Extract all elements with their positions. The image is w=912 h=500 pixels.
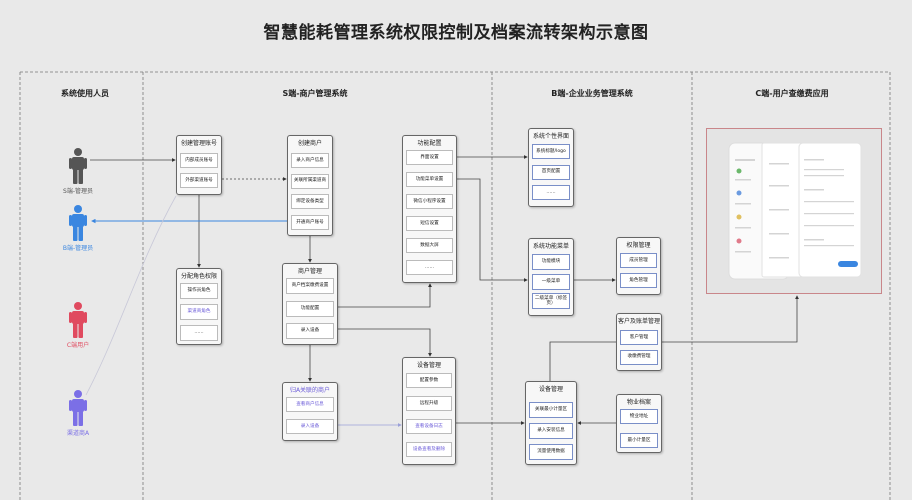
customer-bill-box: 客户及账单管理客户管理收缴费管理 (616, 313, 662, 371)
person-s-admin-icon (68, 148, 88, 184)
person-channel-agent-icon (68, 390, 88, 426)
diagram-title: 智慧能耗管理系统权限控制及档案流转架构示意图 (263, 23, 649, 43)
person-b-admin-label: B端-管理员 (62, 245, 94, 252)
box-title: 设备管理 (416, 362, 441, 369)
box-item: 配置参数 (406, 373, 452, 388)
box-item: 客户管理 (620, 330, 658, 345)
arrow-enter-device (334, 328, 432, 357)
section-dividers (19, 71, 891, 500)
c-app-preview-frame (706, 128, 882, 294)
box-item: 商户档案缴费设置 (286, 278, 334, 294)
device-mgmt-b-box: 设备管理关联最小计量区录入安装信息流量使用数据 (525, 381, 577, 465)
arrow-func-config (334, 283, 432, 308)
box-item: 角色管理 (620, 273, 657, 288)
merchant-mgmt-box: 商户管理商户档案缴费设置功能配置录入设备 (282, 263, 338, 345)
arrow-menu-settings (453, 178, 528, 282)
box-item: 短信设置 (406, 216, 453, 231)
create-admin-box: 创建管理账号内部成员账号外部渠道账号 (176, 135, 222, 195)
box-item: 关联最小计量区 (529, 402, 573, 418)
box-item: 功能配置 (286, 300, 334, 317)
box-title: 创建商户 (297, 140, 322, 147)
box-title: 系统功能菜单 (532, 243, 569, 250)
box-item: 查看设备日志 (406, 419, 452, 434)
box-item: 操作员角色 (180, 283, 218, 299)
sys-ui-box: 系统个性界面系统标题/logo 首页配置 …… (528, 128, 574, 207)
box-item: 成员管理 (620, 253, 657, 268)
box-item: 收缴费管理 (620, 349, 658, 365)
sys-menu-box: 系统功能菜单功能模块一级菜单二级菜单（标签页） (528, 238, 574, 316)
person-channel-agent-label: 渠道商A (66, 430, 90, 437)
box-item: 绑定设备类型 (291, 194, 329, 210)
box-title: 商户管理 (297, 268, 322, 275)
box-item: 设备查看及删除 (406, 442, 452, 457)
box-item: 物业地址 (620, 409, 658, 424)
box-item: …… (406, 260, 453, 275)
create-merchant-box: 创建商户录入商户信息关联所属渠道商绑定设备类型开通商户账号 (287, 135, 333, 236)
box-item: 开通商户账号 (291, 215, 329, 231)
box-item: 远程升级 (406, 396, 452, 411)
func-config-box: 功能配置界面设置功能菜单设置微信小程序设置短信设置数据大屏 …… (402, 135, 457, 283)
box-title: 设备管理 (538, 386, 563, 393)
box-item: …… (532, 185, 570, 200)
box-title: 客户及账单管理 (617, 318, 660, 325)
channel-agent-link (85, 195, 177, 396)
column-header-users: 系统使用人员 (61, 89, 109, 98)
box-title: 权限管理 (626, 242, 651, 249)
box-item: 一级菜单 (532, 273, 570, 290)
person-c-user-icon (68, 302, 88, 338)
column-header-b: B端-企业业务管理系统 (551, 89, 633, 98)
box-item: 流量使用数据 (529, 444, 573, 460)
box-item: 二级菜单（标签页） (532, 293, 570, 309)
person-b-admin-icon (68, 205, 88, 241)
box-item: 首页配置 (532, 164, 570, 180)
device-mgmt-s-box: 设备管理配置参数远程升级查看设备日志设备查看及删除 (402, 357, 456, 465)
box-title: 分配角色权限 (180, 273, 217, 280)
box-item: 录入安装信息 (529, 423, 573, 439)
box-title: 系统个性界面 (532, 133, 569, 140)
box-item: 查看商户信息 (286, 397, 334, 412)
assign-roles-box: 分配角色权限操作员角色渠道商角色 …… (176, 268, 222, 345)
box-item: 外部渠道账号 (180, 173, 218, 188)
box-item: 内部成员账号 (180, 153, 218, 168)
permission-box: 权限管理成员管理角色管理 (616, 237, 661, 295)
box-title: 归A关联的商户 (289, 387, 331, 394)
box-item: 最小计量区 (620, 433, 658, 448)
property-box: 物业档案物业地址最小计量区 (616, 394, 662, 453)
box-item: 数据大屏 (406, 238, 453, 253)
box-item: 录入设备 (286, 323, 334, 339)
box-item: 功能菜单设置 (406, 172, 453, 187)
channel-merchants-box: 归A关联的商户查看商户信息录入设备 (282, 382, 338, 441)
box-item: …… (180, 325, 218, 341)
c-app-screenshot (728, 142, 862, 280)
box-item: 关联所属渠道商 (291, 173, 329, 189)
box-item: 功能模块 (532, 254, 570, 270)
box-item: 录入设备 (286, 419, 334, 434)
box-item: 微信小程序设置 (406, 194, 453, 209)
person-s-admin-label: S端-管理员 (63, 188, 93, 195)
box-title: 创建管理账号 (180, 140, 217, 147)
box-item: 界面设置 (406, 150, 453, 165)
box-title: 功能配置 (417, 140, 442, 147)
column-header-s: S端-商户管理系统 (282, 89, 348, 98)
box-title: 物业档案 (626, 399, 651, 406)
box-item: 系统标题/logo (532, 144, 570, 159)
box-item: 渠道商角色 (180, 304, 218, 320)
person-c-user-label: C端用户 (66, 342, 90, 349)
column-header-c: C端-用户查缴费应用 (755, 89, 829, 98)
arrow-device-to-c-app (549, 295, 799, 381)
box-item: 录入商户信息 (291, 153, 329, 168)
